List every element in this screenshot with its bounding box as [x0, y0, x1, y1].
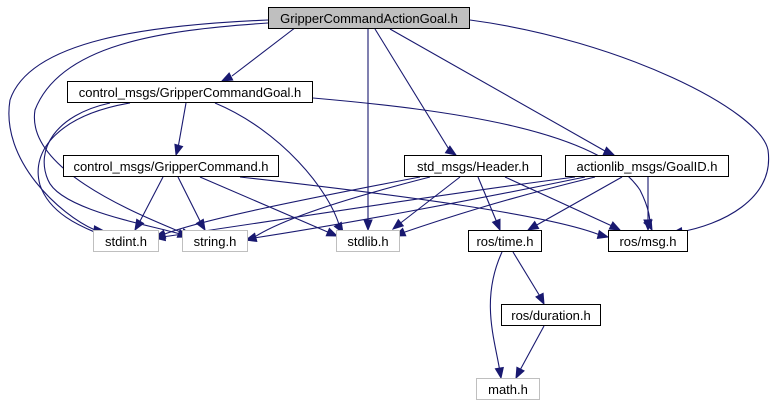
arrowhead-root-to-header: [444, 145, 458, 156]
edge-cmd-to-stdint: [137, 176, 164, 226]
node-stdlib[interactable]: stdlib.h: [336, 230, 400, 252]
arrowhead-root-to-stdlib: [363, 219, 373, 232]
node-string[interactable]: string.h: [182, 230, 248, 252]
edge-root-to-goal: [231, 23, 301, 77]
node-ros-time[interactable]: ros/time.h: [468, 230, 542, 252]
edge-header-to-msg: [504, 176, 613, 227]
arrowhead-cmd-to-msg: [596, 229, 610, 240]
node-ros-duration[interactable]: ros/duration.h: [501, 304, 601, 326]
node-stdint[interactable]: stdint.h: [93, 230, 159, 252]
arrowhead-header-to-time: [491, 218, 501, 232]
arrowhead-root-to-goalid: [602, 146, 616, 156]
edge-cmd-to-stdlib: [199, 176, 331, 234]
edge-goal-to-cmd: [177, 102, 187, 149]
edge-root-to-msg: [469, 19, 770, 233]
edge-goal-to-stdint: [37, 102, 131, 234]
arrowhead-duration-to-math: [515, 366, 525, 380]
arrowhead-cmd-to-stdint: [134, 218, 145, 232]
edge-time-to-math: [489, 251, 503, 373]
edge-root-to-string: [33, 22, 269, 234]
edge-duration-to-math: [518, 325, 545, 373]
arrowhead-goalid-to-time: [526, 220, 540, 231]
node-gripper-command[interactable]: control_msgs/GripperCommand.h: [63, 155, 279, 177]
edge-header-to-string: [252, 176, 431, 239]
node-gripper-command-goal[interactable]: control_msgs/GripperCommandGoal.h: [67, 81, 313, 103]
edge-goalid-to-time: [534, 176, 623, 227]
edge-goal-to-stdlib: [214, 102, 341, 229]
arrowhead-cmd-to-stdlib: [325, 227, 339, 237]
arrowhead-goalid-to-string: [244, 232, 258, 243]
node-std-msgs-header[interactable]: std_msgs/Header.h: [404, 155, 542, 177]
edge-cmd-to-string: [177, 176, 203, 226]
edge-header-to-time: [477, 176, 499, 226]
edge-root-to-goalid: [389, 28, 606, 152]
edge-header-to-stdlib: [397, 176, 461, 226]
node-ros-msg[interactable]: ros/msg.h: [608, 230, 688, 252]
arrowhead-root-to-goal: [220, 72, 234, 82]
arrowhead-goal-to-cmd: [174, 143, 184, 157]
edge-root-to-stdint: [8, 19, 269, 231]
edge-root-to-header: [374, 28, 451, 152]
edge-cmd-to-msg: [239, 176, 601, 236]
edge-time-to-duration: [512, 251, 542, 299]
edge-goal-to-msg: [312, 97, 651, 227]
node-math[interactable]: math.h: [476, 378, 540, 400]
arrowhead-header-to-msg: [608, 221, 622, 231]
node-root[interactable]: GripperCommandActionGoal.h: [268, 7, 470, 29]
node-actionlib-goalid[interactable]: actionlib_msgs/GoalID.h: [565, 155, 729, 177]
arrowhead-time-to-math: [494, 366, 504, 380]
edge-goalid-to-string: [253, 176, 586, 239]
arrowhead-cmd-to-string: [195, 218, 206, 232]
arrowhead-header-to-stdlib: [391, 218, 405, 230]
edge-header-to-stdint: [161, 176, 421, 236]
arrowhead-time-to-duration: [535, 292, 545, 306]
edge-goalid-to-stdlib: [401, 176, 596, 234]
arrowhead-goalid-to-msg: [643, 219, 653, 232]
